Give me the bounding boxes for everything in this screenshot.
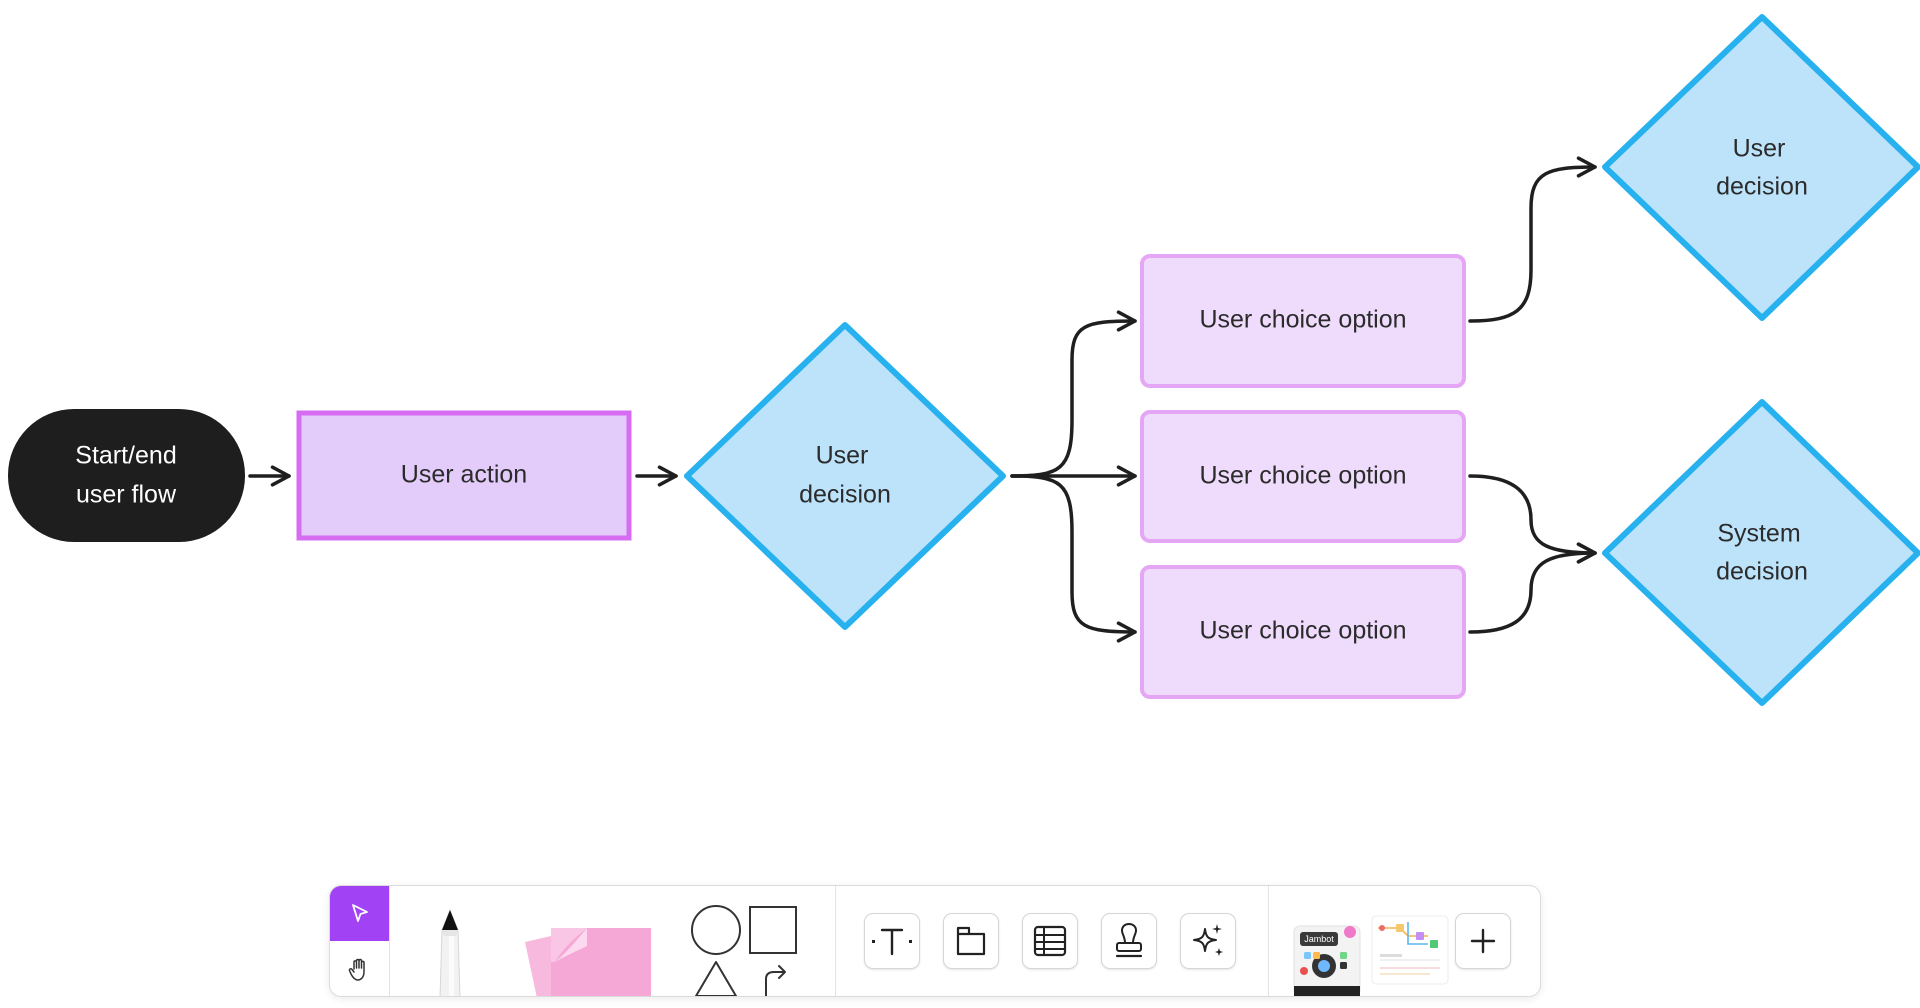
user-choice-option-1[interactable]: User choice option [1140,254,1466,388]
hand-icon [348,958,365,981]
ai-sparkle-tool-button[interactable] [1180,913,1236,969]
sticky-note-tool[interactable] [515,906,665,997]
stamp-icon [1115,923,1143,958]
connector-choice-3-to-system-decision[interactable] [1468,542,1597,634]
start-end-node[interactable]: Start/end user flow [8,409,245,542]
user-decision-2-label-line1: User [1733,135,1786,163]
connector-choice-1-to-user-decision[interactable] [1468,156,1597,323]
text-tool-button[interactable] [864,913,920,969]
user-decision-2-label-line2: decision [1716,173,1808,201]
system-decision-label-line1: System [1717,520,1800,548]
user-decision-label-line2: decision [799,481,891,509]
jambot-template[interactable]: Jambot [1290,908,1366,996]
system-decision-node[interactable]: System decision [1602,399,1920,706]
table-tool-button[interactable] [1022,913,1078,969]
hand-tool-button[interactable] [330,941,389,996]
shapes-tool[interactable] [688,902,800,996]
sparkle-icon [1193,924,1223,956]
start-end-label-line1: Start/end [75,442,176,470]
marker-tool[interactable] [420,906,480,997]
text-t-icon [872,928,912,956]
stamp-tool-button[interactable] [1101,913,1157,969]
cursor-arrow-icon [351,903,368,922]
jambot-template-label: Jambot [1304,934,1334,944]
user-decision-node-2[interactable]: User decision [1602,14,1920,321]
user-choice-option-3[interactable]: User choice option [1140,565,1466,699]
connector-decision-to-choice-3[interactable] [1010,474,1137,643]
user-action-label: User action [401,461,527,489]
user-decision-node[interactable]: User decision [684,322,1006,630]
user-choice-option-2-label: User choice option [1199,462,1406,490]
frame-tool-button[interactable] [943,913,999,969]
system-decision-label-line2: decision [1716,558,1808,586]
user-choice-option-3-label: User choice option [1199,617,1406,645]
table-icon [1033,925,1067,957]
user-choice-option-2[interactable]: User choice option [1140,410,1466,543]
start-end-label-line2: user flow [76,481,177,509]
frame-icon [956,926,986,956]
connector-choice-2-to-system-decision[interactable] [1468,474,1597,564]
select-tool-button[interactable] [330,886,389,941]
bottom-toolbar: Jambot [329,885,1541,997]
connector-decision-to-choice-1[interactable] [1010,310,1137,478]
user-decision-label-line1: User [816,442,869,470]
add-tool-button[interactable] [1455,913,1511,969]
user-action-node[interactable]: User action [296,410,632,541]
flowchart-template[interactable] [1370,914,1450,986]
user-choice-option-1-label: User choice option [1199,306,1406,334]
plus-icon [1470,928,1496,954]
